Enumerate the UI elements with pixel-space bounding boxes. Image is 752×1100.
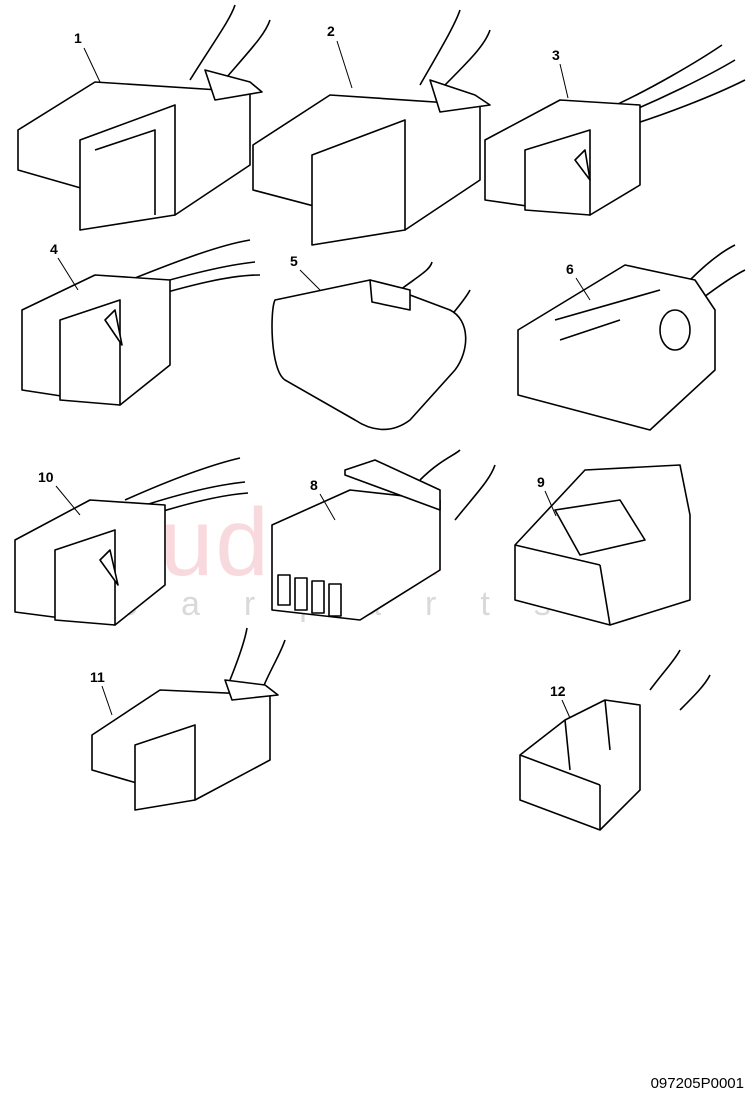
part-label-3: 3 bbox=[552, 47, 560, 63]
connector-6[interactable] bbox=[517, 244, 746, 431]
part-label-5: 5 bbox=[290, 253, 298, 269]
part-label-12: 12 bbox=[550, 683, 566, 699]
part-label-8: 8 bbox=[310, 477, 318, 493]
connector-2[interactable] bbox=[252, 9, 491, 246]
connector-9[interactable] bbox=[514, 464, 691, 626]
part-label-4: 4 bbox=[50, 241, 58, 257]
part-label-6: 6 bbox=[566, 261, 574, 277]
part-label-11: 11 bbox=[90, 669, 105, 685]
connector-5[interactable] bbox=[271, 261, 471, 431]
connector-1[interactable] bbox=[17, 4, 271, 231]
part-label-9: 9 bbox=[537, 474, 545, 490]
leader-lines bbox=[55, 40, 591, 719]
connector-10[interactable] bbox=[14, 457, 249, 626]
part-label-1: 1 bbox=[74, 30, 82, 46]
part-label-10: 10 bbox=[38, 469, 54, 485]
connector-11[interactable] bbox=[91, 627, 286, 811]
drawing-code: 097205P0001 bbox=[650, 1075, 744, 1092]
connector-4[interactable] bbox=[21, 239, 261, 406]
connector-3[interactable] bbox=[484, 44, 746, 216]
connector-8[interactable] bbox=[271, 449, 496, 621]
part-label-2: 2 bbox=[327, 23, 335, 39]
connector-12[interactable] bbox=[519, 649, 711, 831]
